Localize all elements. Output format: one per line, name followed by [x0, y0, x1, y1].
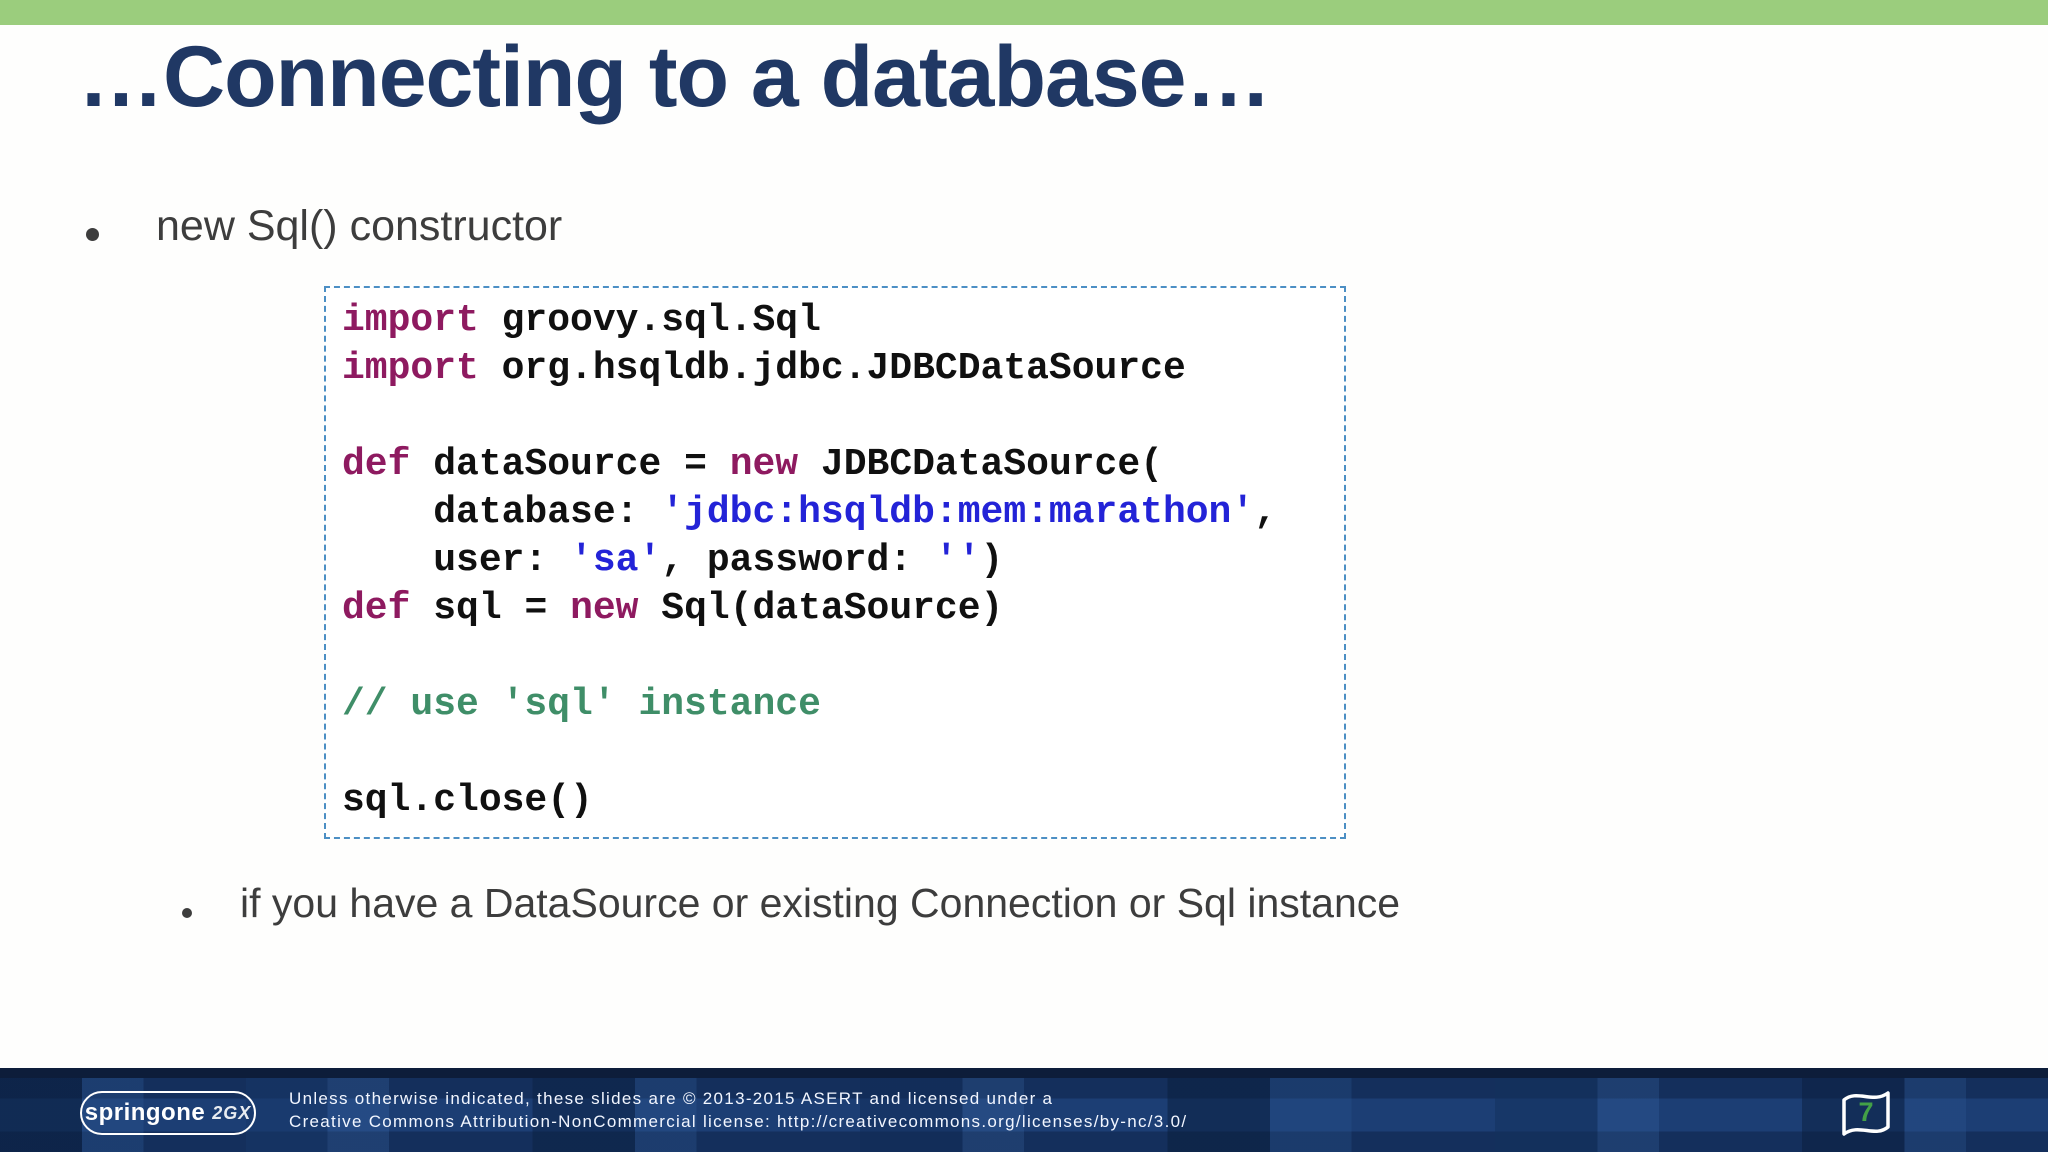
code-line: import groovy.sql.Sql [342, 297, 1344, 345]
code-token-str: 'jdbc:hsqldb:mem:marathon' [661, 491, 1255, 534]
code-token-pl: database: [342, 491, 662, 534]
footer: springone 2GX Unless otherwise indicated… [0, 1068, 2048, 1152]
code-token-pl: sql.close() [342, 779, 593, 822]
code-line [342, 633, 1344, 681]
code-token-pl: Sql(dataSource) [638, 587, 1004, 630]
code-line: database: 'jdbc:hsqldb:mem:marathon', [342, 489, 1344, 537]
code-line: sql.close() [342, 777, 1344, 825]
code-token-com: // use 'sql' instance [342, 683, 821, 726]
footer-band: springone 2GX Unless otherwise indicated… [0, 1078, 2048, 1152]
springone2gx-logo: springone 2GX [80, 1091, 256, 1135]
code-token-str: '' [934, 539, 981, 582]
bullet-dot [86, 228, 99, 241]
page-number: 7 [1858, 1097, 1874, 1127]
top-accent-bar [0, 0, 2048, 25]
code-token-str: 'sa' [570, 539, 662, 582]
code-token-pl: org.hsqldb.jdbc.JDBCDataSource [478, 347, 1186, 390]
code-token-kw: def [342, 587, 411, 630]
code-line: import org.hsqldb.jdbc.JDBCDataSource [342, 345, 1344, 393]
license-line-2: Creative Commons Attribution-NonCommerci… [289, 1112, 1188, 1131]
bullet-text: new Sql() constructor [156, 202, 563, 250]
page-number-flag: 7 [1836, 1084, 1896, 1142]
code-token-kw: new [729, 443, 799, 486]
license-text: Unless otherwise indicated, these slides… [289, 1087, 1187, 1133]
code-token-kw: def [342, 443, 411, 486]
code-token-pl: user: [342, 539, 571, 582]
code-token-pl: sql = [410, 587, 571, 630]
logo-suffix: 2GX [212, 1102, 252, 1123]
sub-bullet-text: if you have a DataSource or existing Con… [240, 880, 1401, 926]
code-line: def sql = new Sql(dataSource) [342, 585, 1344, 633]
sub-bullet-dot [182, 908, 192, 918]
code-token-pl: groovy.sql.Sql [478, 299, 821, 342]
code-line: user: 'sa', password: '') [342, 537, 1344, 585]
code-token-kw: import [342, 347, 479, 390]
slide-title: …Connecting to a database… [78, 29, 1271, 125]
flag-icon [1842, 1091, 1890, 1136]
license-line-1: Unless otherwise indicated, these slides… [289, 1089, 1054, 1108]
logo-text: springone [84, 1099, 206, 1126]
code-line [342, 393, 1344, 441]
code-token-kw: new [570, 587, 639, 630]
code-token-pl: , password: [661, 539, 935, 582]
code-token-kw: import [342, 299, 479, 342]
code-token-pl: ) [980, 539, 1004, 582]
code-line [342, 729, 1344, 777]
code-line: // use 'sql' instance [342, 681, 1344, 729]
footer-top-strip [0, 1068, 2048, 1078]
code-token-pl: , [1254, 491, 1277, 534]
code-line: def dataSource = new JDBCDataSource( [342, 441, 1344, 489]
code-token-pl: JDBCDataSource( [798, 443, 1163, 486]
code-token-pl: dataSource = [410, 443, 730, 486]
